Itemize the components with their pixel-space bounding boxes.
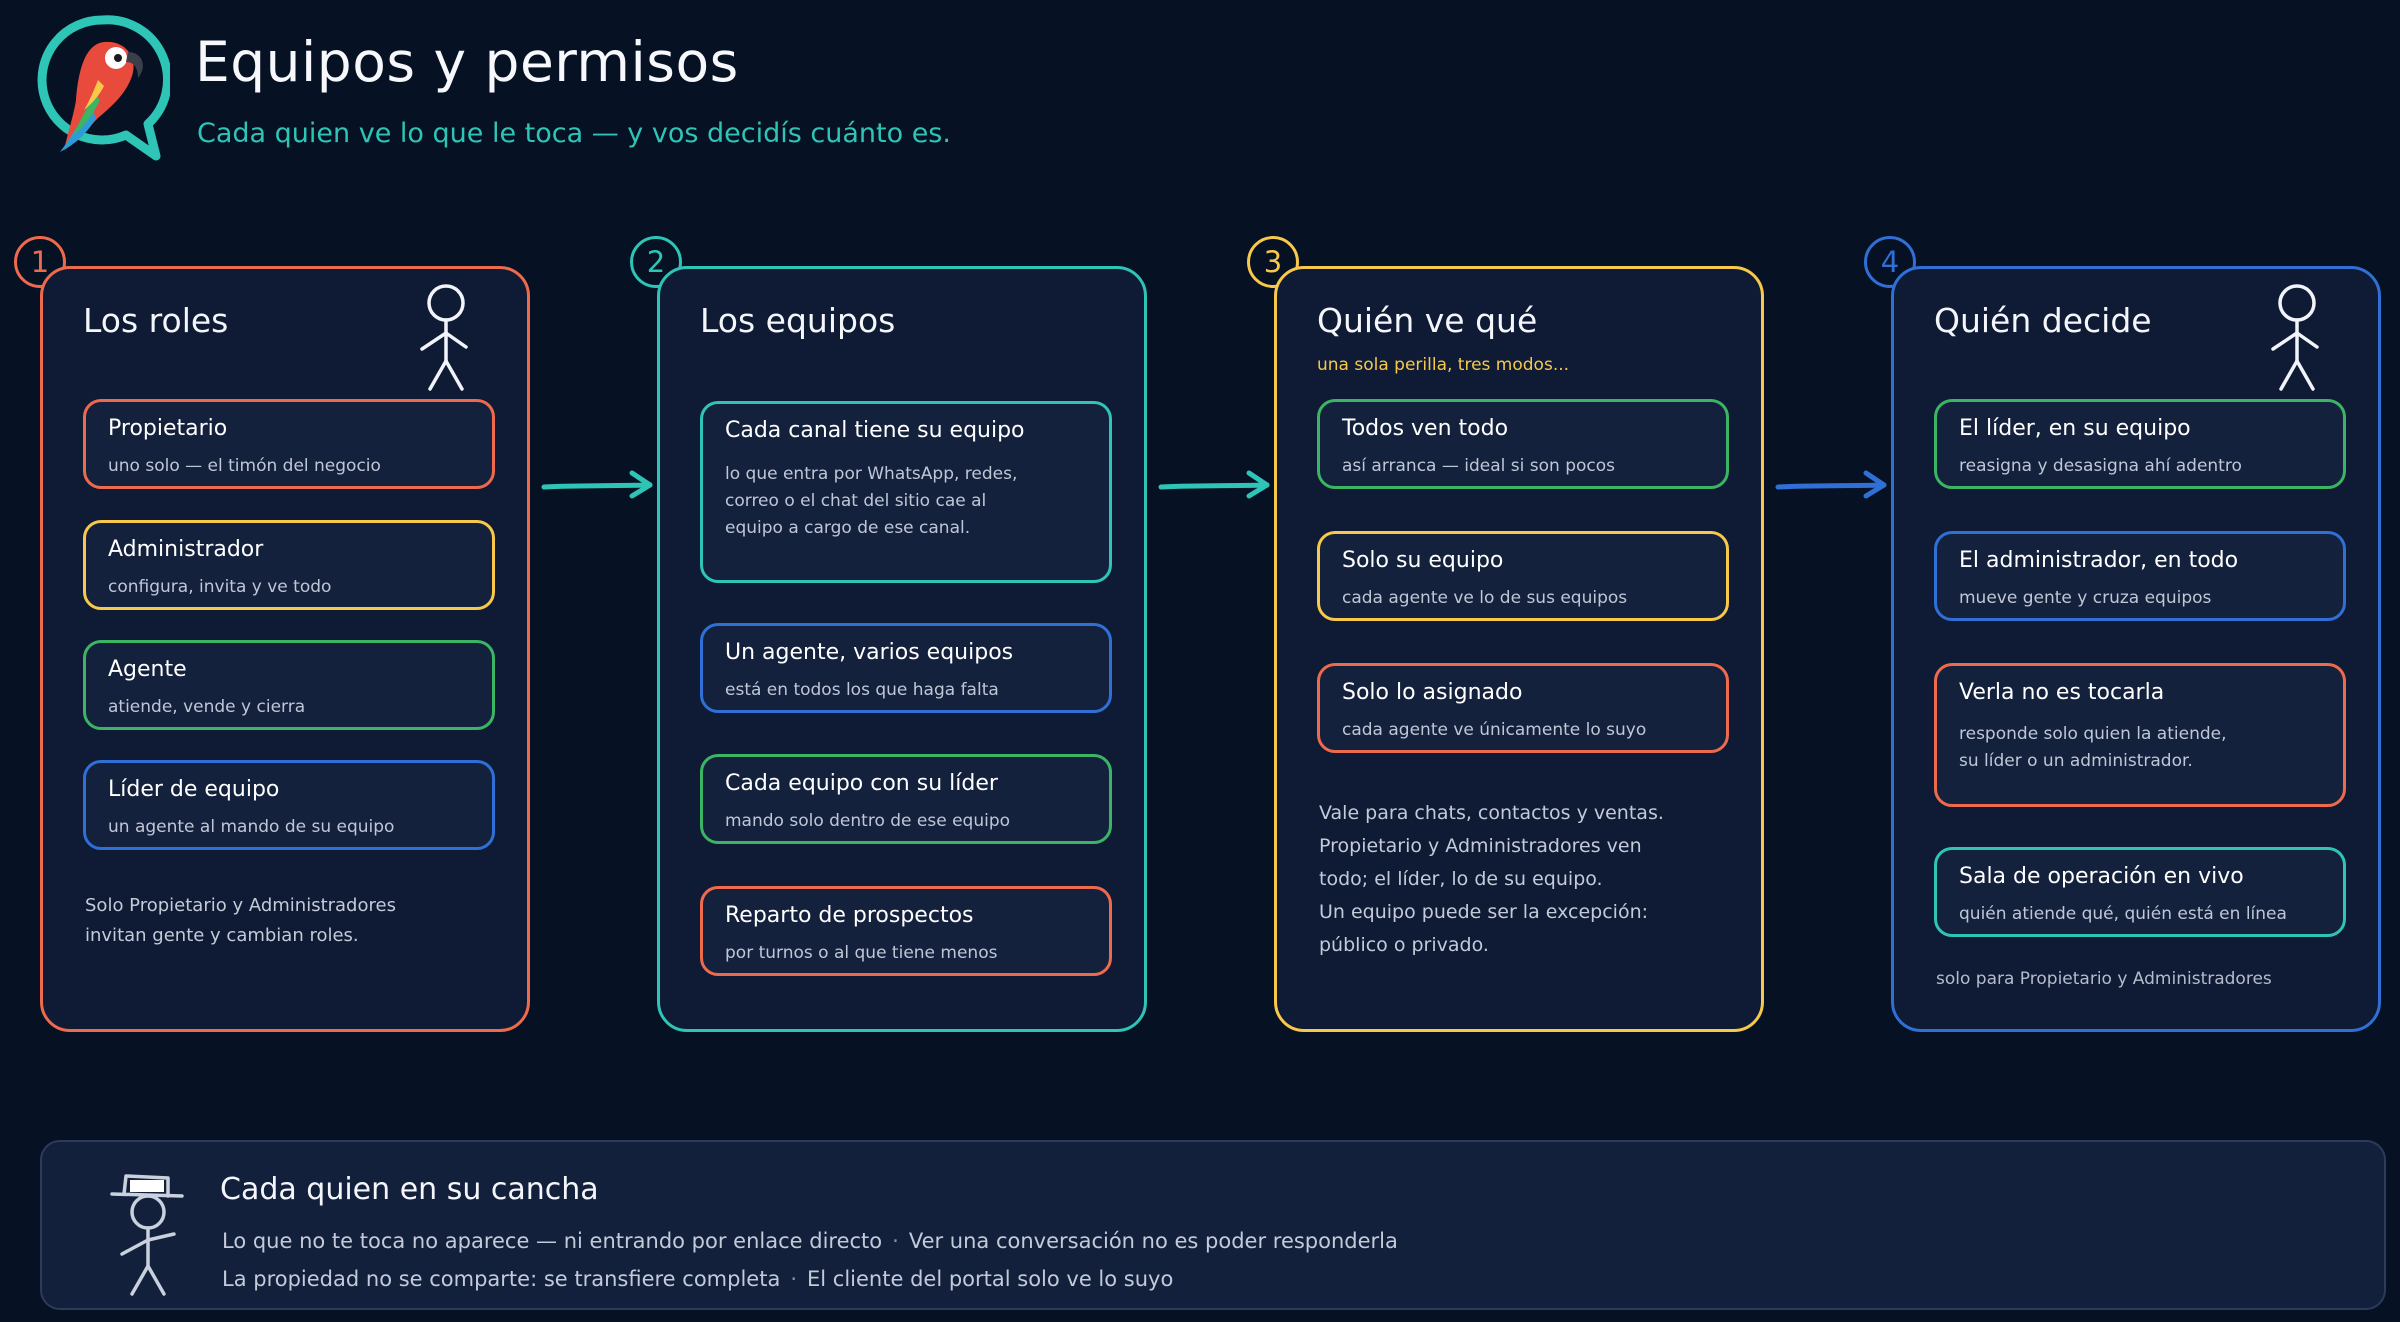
arrow-right-icon	[1158, 470, 1270, 499]
card-reparto: Reparto de prospectos por turnos o al qu…	[700, 886, 1112, 976]
card-lider: Líder de equipo un agente al mando de su…	[83, 760, 495, 850]
step-2-badge: 2	[630, 236, 682, 288]
card-lider-en-equipo: El líder, en su equipo reasigna y desasi…	[1934, 399, 2346, 489]
arrow-right-icon	[541, 470, 653, 499]
step-4-badge: 4	[1864, 236, 1916, 288]
footer-title: Cada quien en su cancha	[220, 1172, 599, 1207]
page-subtitle: Cada quien ve lo que le toca — y vos dec…	[197, 118, 951, 149]
stick-figure-icon	[420, 284, 468, 391]
panel-title: Quién decide	[1934, 301, 2152, 340]
panel-title: Quién ve qué	[1317, 301, 1538, 340]
page-title: Equipos y permisos	[195, 30, 739, 94]
panel-note: Solo Propietario y Administradores invit…	[85, 895, 396, 946]
panel-equipos: Los equipos Cada canal tiene su equipo l…	[657, 266, 1147, 1032]
parrot-logo	[37, 15, 170, 161]
card-administrador-todo: El administrador, en todo mueve gente y …	[1934, 531, 2346, 621]
panel-quien-ve-que: Quién ve qué una sola perilla, tres modo…	[1274, 266, 1764, 1032]
card-varios-equipos: Un agente, varios equipos está en todos …	[700, 623, 1112, 713]
card-administrador: Administrador configura, invita y ve tod…	[83, 520, 495, 610]
card-solo-asignado: Solo lo asignado cada agente ve únicamen…	[1317, 663, 1729, 753]
panel-title: Los equipos	[700, 301, 896, 340]
referee-figure-icon	[110, 1174, 184, 1296]
card-lider-equipo: Cada equipo con su líder mando solo dent…	[700, 754, 1112, 844]
footer-line-1: Lo que no te toca no aparece — ni entran…	[222, 1229, 1398, 1253]
card-propietario: Propietario uno solo — el timón del nego…	[83, 399, 495, 489]
footer-banner: Cada quien en su cancha Lo que no te toc…	[40, 1140, 2386, 1310]
arrow-right-icon	[1775, 470, 1887, 499]
panel-quien-decide: Quién decide El líder, en su equipo reas…	[1891, 266, 2381, 1032]
card-agente: Agente atiende, vende y cierra	[83, 640, 495, 730]
panel-note: solo para Propietario y Administradores	[1936, 969, 2272, 989]
panel-title: Los roles	[83, 301, 229, 340]
card-sala-operacion: Sala de operación en vivo quién atiende …	[1934, 847, 2346, 937]
card-verla-no-tocarla: Verla no es tocarla responde solo quien …	[1934, 663, 2346, 807]
panel-note: Vale para chats, contactos y ventas. Pro…	[1319, 802, 1664, 956]
stick-figure-icon	[2271, 284, 2319, 391]
card-solo-equipo: Solo su equipo cada agente ve lo de sus …	[1317, 531, 1729, 621]
card-canal: Cada canal tiene su equipo lo que entra …	[700, 401, 1112, 583]
panel-tagline: una sola perilla, tres modos...	[1317, 355, 1570, 375]
panel-roles: Los roles Propietario uno solo — el timó…	[40, 266, 530, 1032]
footer-line-2: La propiedad no se comparte: se transfie…	[222, 1267, 1174, 1291]
card-todos: Todos ven todo así arranca — ideal si so…	[1317, 399, 1729, 489]
